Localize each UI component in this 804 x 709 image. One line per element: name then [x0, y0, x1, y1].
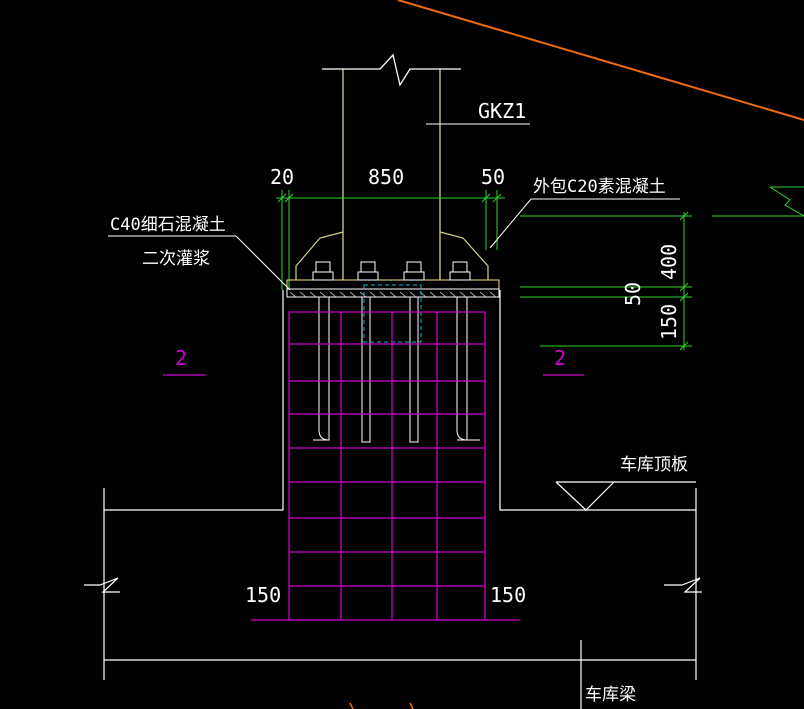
dim-right-label: 50 [481, 165, 505, 189]
top-right-green-lines [712, 186, 804, 217]
steel-column [342, 69, 441, 280]
bottom-orange-ticks [349, 702, 414, 709]
dim-400-label: 400 [657, 244, 681, 280]
dim-150-bottom-right: 150 [490, 583, 526, 607]
roof-slope-line [397, 0, 804, 121]
section-mark-left-label: 2 [175, 346, 187, 370]
dim-50-label: 50 [621, 282, 645, 306]
garage-roof-slab-label: 车库顶板 [620, 455, 688, 475]
slab-break-right [664, 577, 702, 593]
column-label: GKZ1 [478, 99, 526, 123]
section-mark-left: 2 [163, 346, 206, 376]
base-plate-stiffeners [295, 231, 489, 280]
column-break-line [322, 53, 461, 87]
dim-left-label: 20 [270, 165, 294, 189]
note-c20: 外包C20素混凝土 [533, 177, 666, 197]
slab-break-left [84, 577, 120, 593]
section-mark-right-label: 2 [554, 346, 566, 370]
roof-slab-level-mark [555, 481, 696, 511]
dim-150-bottom-left: 150 [245, 583, 281, 607]
right-vertical-dimension [520, 211, 692, 351]
dim-middle-label: 850 [368, 165, 404, 189]
note-c40-line1: C40细石混凝土 [110, 215, 226, 235]
section-mark-right: 2 [543, 346, 584, 376]
garage-beam-label: 车库梁 [585, 685, 636, 705]
rebar-cage [251, 311, 520, 621]
dim-150-right-label: 150 [657, 304, 681, 340]
bottom-beam-lines [104, 640, 696, 709]
note-c40-line2: 二次灌浆 [142, 249, 210, 269]
grout-layer [286, 279, 500, 298]
note-leaders [108, 198, 680, 291]
encasement-outline [103, 290, 697, 680]
top-dimension-line [276, 190, 505, 290]
anchor-bolts [312, 261, 480, 443]
